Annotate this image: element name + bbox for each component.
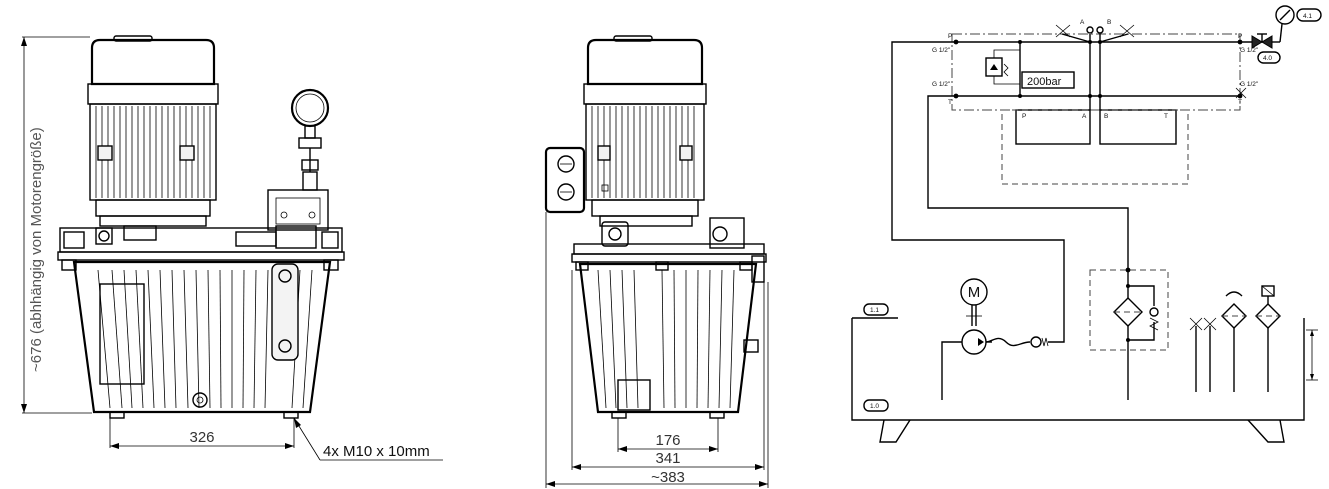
check-valve bbox=[985, 336, 1049, 348]
valve-port-a-label: A bbox=[1082, 113, 1087, 120]
width-dimension bbox=[109, 418, 295, 449]
reservoir: 1.1 1.0 bbox=[851, 303, 1305, 443]
port-p-right-label: P bbox=[1238, 33, 1242, 40]
valve-block bbox=[267, 189, 329, 231]
valve-port-b-label: B bbox=[1104, 113, 1108, 120]
port-t-left-label: T bbox=[948, 99, 952, 106]
motor bbox=[87, 35, 219, 227]
width-dimension-label: 326 bbox=[189, 429, 214, 446]
thread-p-left-label: G 1/2" bbox=[932, 47, 951, 54]
tank-cover bbox=[57, 225, 345, 271]
side-dim-outer-label: ~383 bbox=[651, 469, 685, 486]
motor-symbol-label: M bbox=[968, 284, 981, 301]
thread-p-right-label: G 1/2" bbox=[1240, 47, 1259, 54]
mount-note-leader bbox=[293, 417, 443, 461]
port-b-label: B bbox=[1107, 19, 1111, 26]
port-p-left-label: P bbox=[948, 33, 952, 40]
tank-tag-label: 1.0 bbox=[870, 403, 879, 410]
side-tank bbox=[578, 262, 758, 419]
pressure-gauge bbox=[290, 88, 330, 191]
mount-note-label: 4x M10 x 10mm bbox=[323, 443, 430, 460]
return-filter bbox=[1089, 267, 1169, 400]
side-cover bbox=[571, 215, 767, 353]
side-dimensions bbox=[545, 212, 769, 488]
thread-t-right-label: G 1/2" bbox=[1240, 81, 1259, 88]
side-view: 176 341 ~383 bbox=[544, 35, 769, 488]
height-dimension-label: ~676 (abhhängig von Motorengröße) bbox=[28, 127, 45, 372]
valve-port-p-label: P bbox=[1022, 113, 1026, 120]
side-dim-mid-label: 341 bbox=[655, 450, 680, 467]
pressure-setting-label: 200bar bbox=[1027, 76, 1062, 88]
gauge-tag-label: 4.1 bbox=[1303, 13, 1312, 20]
port-a-label: A bbox=[1080, 19, 1085, 26]
terminal-box bbox=[544, 146, 609, 214]
port-t-right-label: T bbox=[1238, 99, 1242, 106]
valve-port-t-label: T bbox=[1164, 113, 1168, 120]
tank-body bbox=[72, 260, 332, 419]
valve-tag-label: 4.0 bbox=[1263, 55, 1272, 62]
hydraulic-schematic: 200bar P A B T P T G 1/2" G 1/2" A B P T… bbox=[851, 5, 1322, 443]
relief-valve bbox=[985, 42, 1021, 96]
motor-pump: M bbox=[941, 278, 992, 400]
front-view: ~676 (abhhängig von Motorengröße) bbox=[21, 35, 443, 461]
level-tag-label: 1.1 bbox=[870, 307, 879, 314]
side-dim-inner-label: 176 bbox=[655, 432, 680, 449]
thread-t-left-label: G 1/2" bbox=[932, 81, 951, 88]
tank-accessories bbox=[1189, 285, 1318, 392]
height-dimension bbox=[21, 36, 92, 414]
